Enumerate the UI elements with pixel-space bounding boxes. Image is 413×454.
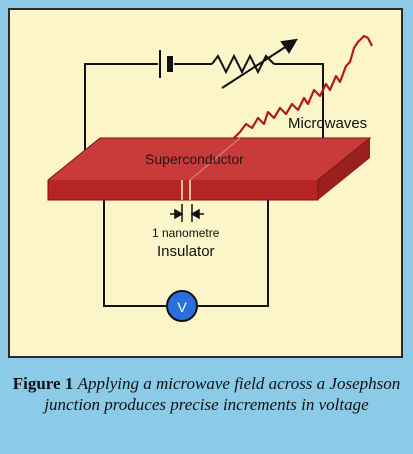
caption-text: Applying a microwave field across a Jose… <box>44 374 401 414</box>
figure-caption: Figure 1 Applying a microwave field acro… <box>0 373 413 415</box>
superconductor-label: Superconductor <box>145 151 244 167</box>
microwave-wave <box>231 34 373 141</box>
battery-circuit-wire <box>84 63 324 178</box>
figure-label: Figure 1 <box>12 374 74 393</box>
insulator-label: Insulator <box>157 243 215 260</box>
gap-width-arrows <box>170 204 204 222</box>
battery-icon <box>159 50 173 78</box>
voltmeter-icon: V <box>166 290 198 322</box>
voltmeter-circuit-wire <box>103 200 269 307</box>
superconductor-top-face <box>48 138 370 180</box>
gap-width-label: 1 nanometre <box>152 226 220 240</box>
superconductor-side-face <box>318 138 370 200</box>
superconductor-slab <box>47 137 372 201</box>
superconductor-front-face <box>48 180 318 200</box>
variable-resistor-icon <box>211 38 298 89</box>
microwaves-label: Microwaves <box>288 115 368 132</box>
voltmeter-label: V <box>177 299 187 315</box>
